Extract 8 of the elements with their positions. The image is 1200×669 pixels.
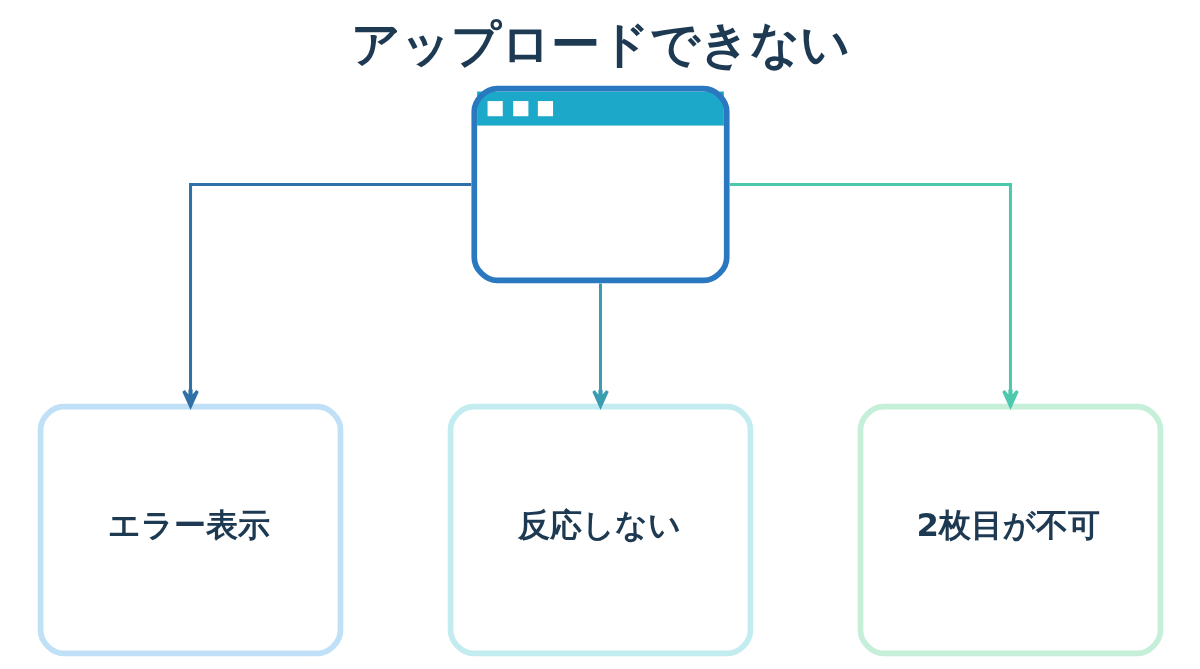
node-box: 反応しない <box>447 403 753 657</box>
arrow <box>591 283 609 408</box>
arrow <box>729 183 1019 408</box>
arrow <box>181 183 471 408</box>
node-box: 2枚目が不可 <box>857 403 1163 657</box>
node-box: エラー表示 <box>37 403 343 657</box>
diagram-title: アップロードできない <box>350 14 850 73</box>
node-picture <box>470 85 730 284</box>
